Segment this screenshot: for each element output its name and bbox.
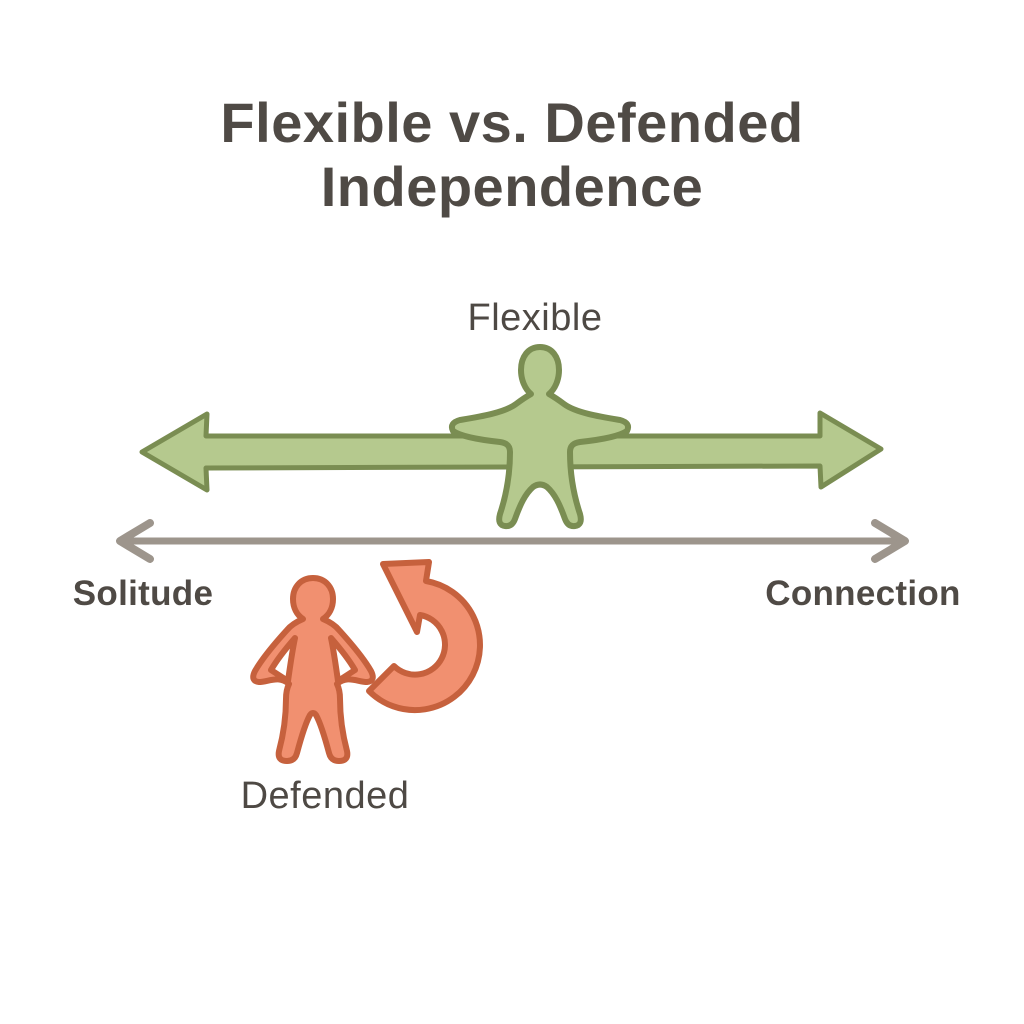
defended-person-icon — [250, 575, 376, 764]
axis-left-label: Solitude — [73, 574, 213, 613]
defended-label: Defended — [241, 775, 410, 817]
defended-curved-arrow-icon — [366, 559, 483, 714]
flexible-person-icon — [448, 344, 632, 530]
flexible-label: Flexible — [468, 297, 603, 339]
axis-double-arrow-icon — [116, 519, 909, 563]
axis-right-label: Connection — [765, 574, 960, 613]
title-line-2: Independence — [321, 155, 704, 218]
title-line-1: Flexible vs. Defended — [220, 91, 803, 154]
page-title: Flexible vs. Defended Independence — [220, 91, 803, 218]
